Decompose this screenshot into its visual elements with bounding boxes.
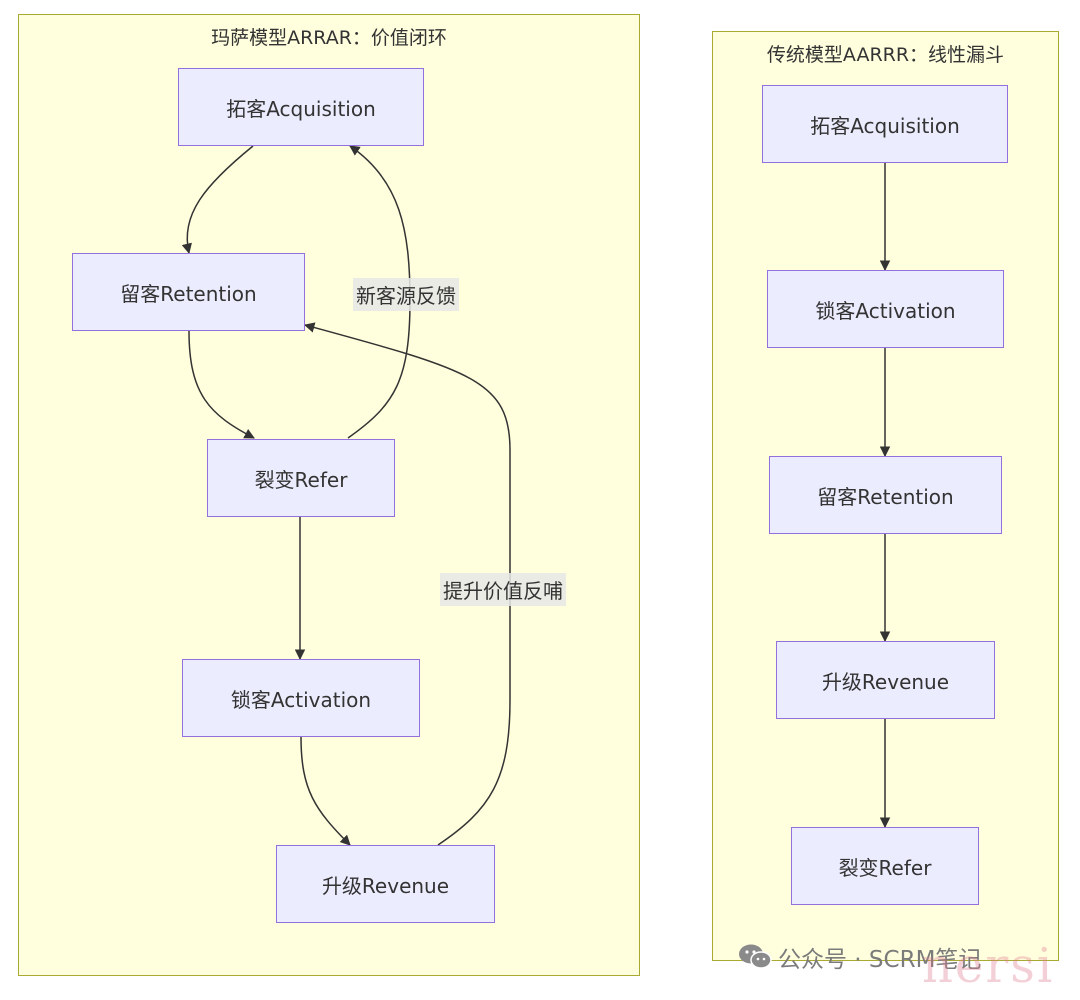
- arrar-cluster-title: 玛萨模型ARRAR：价值闭环: [211, 27, 447, 49]
- wechat-icon: [739, 944, 772, 969]
- node-revenue: 升级Revenue: [276, 845, 495, 923]
- edge-retention-refer: [188, 330, 255, 439]
- node-r-acquisition: 拓客Acquisition: [762, 85, 1008, 163]
- node-acquisition: 拓客Acquisition: [178, 68, 424, 146]
- node-retention: 留客Retention: [72, 253, 305, 331]
- watermark: 公众号 · SCRM笔记: [738, 940, 981, 974]
- edge-activation-revenue: [300, 736, 351, 846]
- edge-acquisition-retention: [181, 145, 254, 255]
- edge-revenue-retention: [303, 322, 511, 846]
- watermark-overlay: nersi: [922, 938, 1055, 994]
- node-r-retention: 留客Retention: [769, 456, 1002, 534]
- watermark-text: 公众号 · SCRM笔记: [778, 947, 982, 973]
- edge-label-value-feedback: 提升价值反哺: [440, 573, 566, 606]
- node-r-refer: 裂变Refer: [791, 827, 979, 905]
- node-r-activation: 锁客Activation: [767, 270, 1004, 348]
- node-r-revenue: 升级Revenue: [776, 641, 995, 719]
- node-refer: 裂变Refer: [207, 439, 395, 517]
- edge-label-new-source-feedback: 新客源反馈: [353, 278, 459, 311]
- node-activation: 锁客Activation: [182, 659, 420, 737]
- aarrr-cluster-title: 传统模型AARRR：线性漏斗: [766, 44, 1005, 66]
